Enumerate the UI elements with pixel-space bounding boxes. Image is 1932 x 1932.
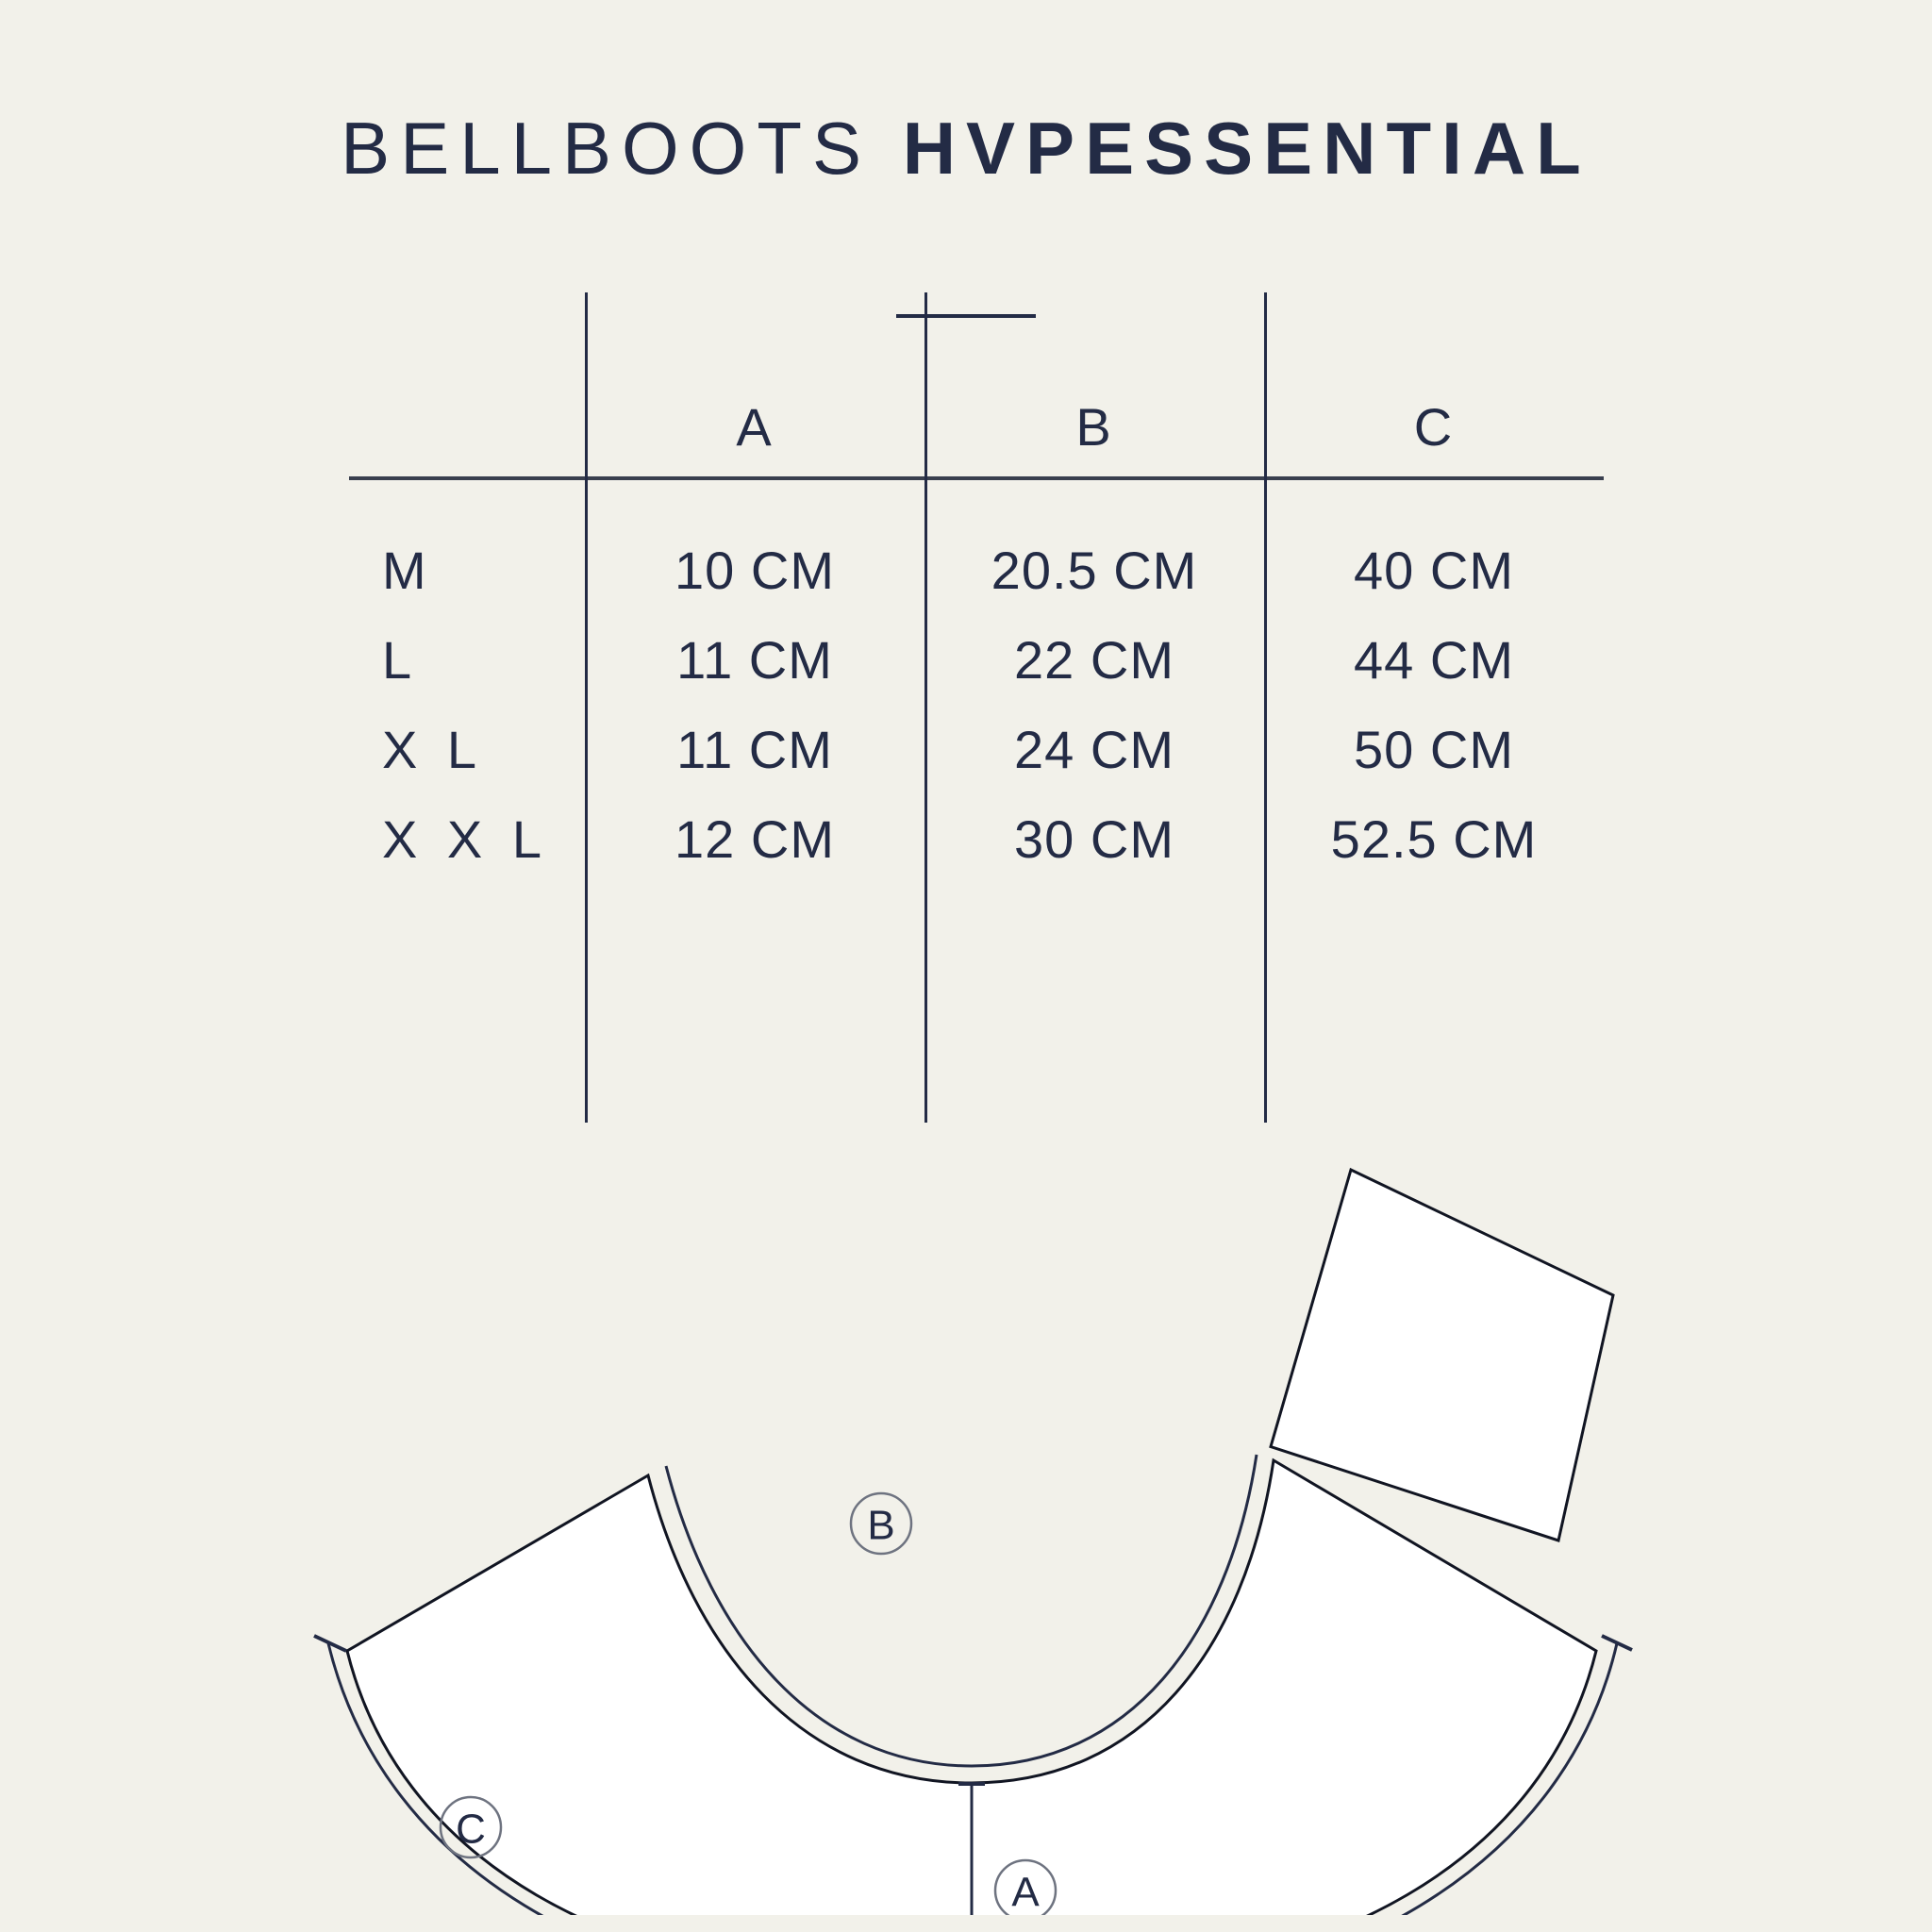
cell-c: 50 CM <box>1354 720 1514 779</box>
title-line: BELLBOOTS HVPESSENTIAL <box>0 111 1932 185</box>
label-b-ring <box>849 1491 913 1556</box>
table-header-rule <box>349 476 1604 480</box>
cell-a: 12 CM <box>675 809 835 869</box>
table-column-divider-2 <box>924 292 927 1123</box>
label-b: B <box>849 1491 913 1556</box>
row-size-label: X L <box>382 720 485 779</box>
cell-a: 11 CM <box>676 720 833 779</box>
table-column-divider-1 <box>585 292 588 1123</box>
cell-b: 22 CM <box>1014 630 1174 690</box>
cell-c: 52.5 CM <box>1330 809 1538 869</box>
page-title: BELLBOOTS HVPESSENTIAL <box>0 111 1932 185</box>
row-size-label: X X L <box>382 809 549 869</box>
measurements-table: A B C M 10 CM 20.5 CM 40 CM L 11 CM 22 C… <box>349 377 1604 884</box>
boot-body-shape <box>345 1457 1598 1915</box>
label-b-text: B <box>867 1503 894 1549</box>
cell-b: 24 CM <box>1014 720 1174 779</box>
cell-c: 40 CM <box>1354 541 1514 600</box>
title-divider <box>896 314 1036 318</box>
label-a-text: A <box>1011 1870 1040 1916</box>
label-c-text: C <box>456 1807 486 1853</box>
cell-a: 11 CM <box>676 630 833 690</box>
label-a: A <box>993 1858 1058 1916</box>
row-size-label: M <box>382 541 434 600</box>
size-chart-table: A B C M 10 CM 20.5 CM 40 CM L 11 CM 22 C… <box>349 292 1604 1132</box>
measure-arc-b <box>664 1454 1258 1768</box>
cell-c: 44 CM <box>1354 630 1514 690</box>
label-c-ring <box>439 1795 503 1859</box>
cell-b: 30 CM <box>1014 809 1174 869</box>
column-header-size <box>349 377 585 476</box>
title-light: BELLBOOTS <box>341 107 873 190</box>
table-row: X X L 12 CM 30 CM 52.5 CM <box>349 794 1604 884</box>
table-header-row: A B C <box>349 377 1604 476</box>
cell-a: 10 CM <box>675 541 835 600</box>
table-spacer-row <box>349 476 1604 525</box>
column-header-b: B <box>1075 397 1113 457</box>
table-row: L 11 CM 22 CM 44 CM <box>349 615 1604 705</box>
table-column-divider-3 <box>1264 292 1267 1123</box>
label-a-ring <box>993 1858 1058 1915</box>
measure-cap-c-left <box>313 1634 347 1653</box>
measure-arc-c <box>326 1642 1619 1915</box>
table-row: M 10 CM 20.5 CM 40 CM <box>349 525 1604 615</box>
measure-cap-c-right <box>1601 1634 1633 1652</box>
bell-boot-diagram: A B C <box>217 1160 1726 1915</box>
table-row: X L 11 CM 24 CM 50 CM <box>349 705 1604 794</box>
label-c: C <box>439 1795 503 1859</box>
row-size-label: L <box>382 630 420 690</box>
title-bold: HVPESSENTIAL <box>902 107 1591 190</box>
velcro-flap-shape <box>1269 1167 1615 1542</box>
cell-b: 20.5 CM <box>991 541 1198 600</box>
column-header-a: A <box>736 397 774 457</box>
column-header-c: C <box>1413 397 1455 457</box>
